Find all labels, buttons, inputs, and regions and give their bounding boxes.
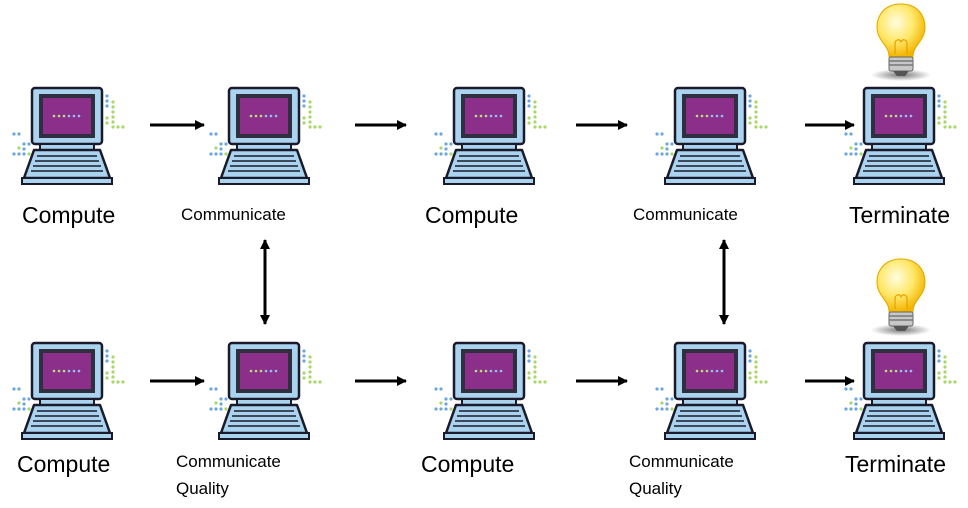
node-label: Terminate — [845, 451, 946, 477]
laptop-computer-icon — [208, 86, 323, 186]
node-label: Communicate — [181, 205, 286, 224]
node-sublabel: Quality — [629, 479, 682, 498]
laptop-computer-icon — [208, 341, 323, 441]
lightbulb-icon — [870, 0, 932, 82]
laptop-computer-icon — [843, 341, 958, 441]
node-sublabel: Quality — [176, 479, 229, 498]
node-label: Terminate — [849, 202, 950, 228]
lightbulb-icon — [870, 252, 932, 337]
laptop-computer-icon — [433, 341, 548, 441]
laptop-computer-icon — [654, 341, 769, 441]
laptop-computer-icon — [11, 86, 126, 186]
node-label: Communicate — [629, 452, 734, 471]
laptop-computer-icon — [654, 86, 769, 186]
node-label: Compute — [421, 451, 515, 477]
node-label: Compute — [425, 202, 519, 228]
node-label: Compute — [22, 202, 116, 228]
laptop-computer-icon — [11, 341, 126, 441]
laptop-computer-icon — [843, 86, 958, 186]
node-label: Compute — [17, 451, 111, 477]
node-label: Communicate — [176, 452, 281, 471]
node-label: Communicate — [633, 205, 738, 224]
laptop-computer-icon — [433, 86, 548, 186]
